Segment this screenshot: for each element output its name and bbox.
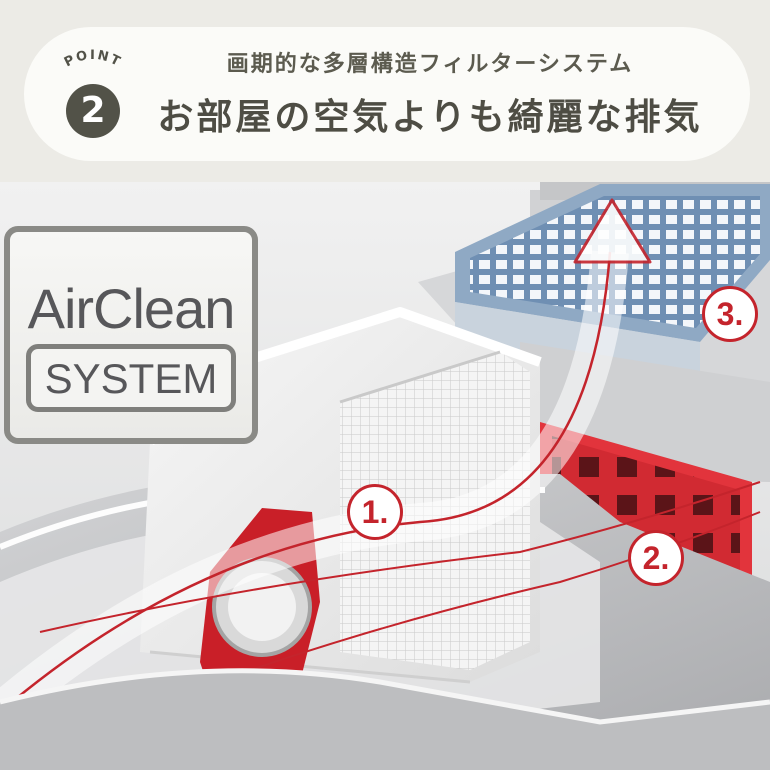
title-pill xyxy=(24,27,750,161)
svg-text:POINT: POINT xyxy=(62,48,124,71)
step-2-label: 2. xyxy=(628,530,684,586)
banner-subtitle: 画期的な多層構造フィルターシステム xyxy=(226,52,634,77)
logo-system-text: SYSTEM xyxy=(44,355,218,402)
vacuum-filter-illustration xyxy=(0,182,770,770)
banner-headline: お部屋の空気よりも綺麗な排気 xyxy=(157,97,703,138)
logo-word: AirClean xyxy=(27,277,236,340)
point-number-badge: 2 xyxy=(66,84,120,138)
logo-system-box: SYSTEM xyxy=(26,344,236,412)
airclean-logo: AirClean SYSTEM xyxy=(4,226,258,444)
point-label: POINT xyxy=(62,48,124,71)
point-label-text: POINT xyxy=(62,48,122,71)
header-banner: POINT 2 画期的な多層構造フィルターシステム お部屋の空気よりも綺麗な排気 xyxy=(0,0,770,190)
step-1-label: 1. xyxy=(347,484,403,540)
step-3-label: 3. xyxy=(702,286,758,342)
